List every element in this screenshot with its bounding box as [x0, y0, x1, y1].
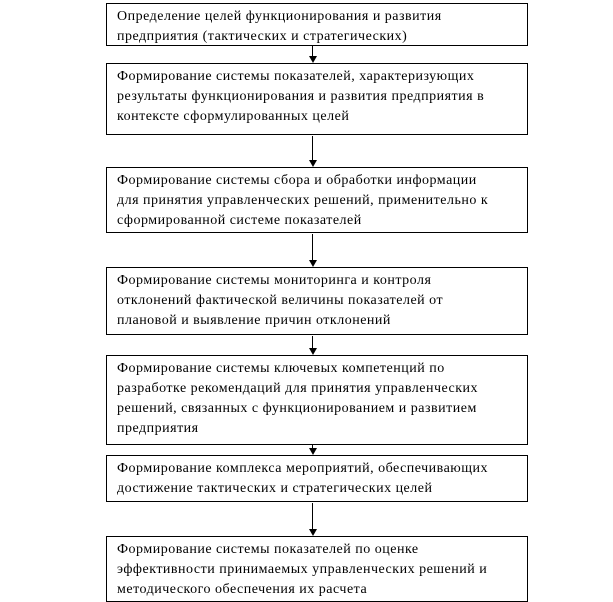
- flow-step-7-text: Формирование системы показателей по оцен…: [117, 542, 488, 597]
- flow-step-3: Формирование системы сбора и обработки и…: [106, 167, 528, 233]
- flow-connector-6: [308, 503, 317, 536]
- flow-step-2-text: Формирование системы показателей, характ…: [117, 69, 485, 124]
- flow-step-5: Формирование системы ключевых компетенци…: [106, 355, 528, 445]
- flow-connector-2: [308, 136, 317, 167]
- arrow-shaft: [312, 234, 313, 260]
- flow-connector-3: [308, 234, 317, 267]
- arrow-shaft: [312, 136, 313, 160]
- flow-step-4: Формирование системы мониторинга и контр…: [106, 267, 528, 335]
- flow-connector-1: [308, 46, 317, 63]
- flow-step-4-text: Формирование системы мониторинга и контр…: [117, 273, 444, 328]
- arrow-shaft: [312, 336, 313, 348]
- flow-connector-4: [308, 336, 317, 355]
- flow-step-5-text: Формирование системы ключевых компетенци…: [117, 361, 479, 436]
- flow-connector-5: [308, 445, 317, 455]
- arrow-shaft: [312, 503, 313, 529]
- flow-step-6: Формирование комплекса мероприятий, обес…: [106, 455, 528, 502]
- flow-step-1: Определение целей функционирования и раз…: [106, 3, 528, 46]
- arrow-down-icon: [308, 529, 317, 536]
- flow-step-2: Формирование системы показателей, характ…: [106, 63, 528, 135]
- arrow-down-icon: [308, 448, 317, 455]
- arrow-down-icon: [308, 160, 317, 167]
- arrow-down-icon: [308, 260, 317, 267]
- flow-step-6-text: Формирование комплекса мероприятий, обес…: [117, 461, 489, 496]
- arrow-down-icon: [308, 56, 317, 63]
- arrow-shaft: [312, 46, 313, 56]
- flow-step-3-text: Формирование системы сбора и обработки и…: [117, 173, 489, 228]
- arrow-shaft: [312, 445, 313, 448]
- flow-step-7: Формирование системы показателей по оцен…: [106, 536, 528, 602]
- arrow-down-icon: [308, 348, 317, 355]
- flow-step-1-text: Определение целей функционирования и раз…: [117, 9, 442, 44]
